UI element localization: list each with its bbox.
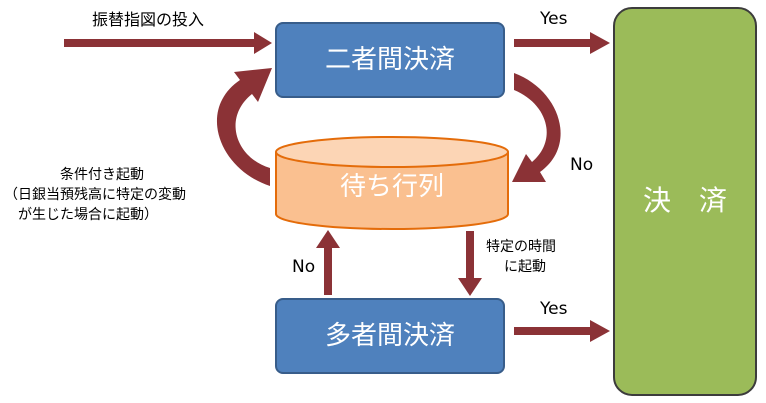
- conditional-trigger-label-line2: （日銀当預残高に特定の変動: [4, 187, 186, 203]
- timed-trigger-label-line2: に起動: [504, 259, 546, 275]
- bilateral-settlement-node: [275, 22, 505, 98]
- conditional-trigger-label-line1: 条件付き起動: [60, 167, 144, 183]
- conditional-trigger-arrow: [216, 68, 272, 186]
- multilateral-settlement-node: [275, 298, 505, 374]
- timed-trigger-arrow: [458, 231, 482, 296]
- bilateral-no-label: No: [570, 155, 594, 175]
- timed-trigger-label-line1: 特定の時間: [486, 239, 556, 255]
- bilateral-yes-arrow: [514, 32, 610, 54]
- bilateral-no-arrow: [512, 73, 561, 182]
- queue-node: [275, 136, 509, 230]
- settlement-node: [613, 7, 757, 396]
- input-arrow: [64, 32, 272, 54]
- multilateral-no-arrow: [316, 230, 340, 295]
- bilateral-yes-label: Yes: [540, 9, 568, 29]
- conditional-trigger-label-line3: が生じた場合に起動）: [18, 207, 158, 223]
- multilateral-yes-arrow: [514, 320, 610, 342]
- multilateral-yes-label: Yes: [540, 299, 568, 319]
- bilateral-settlement-label: 二者間決済: [324, 45, 455, 75]
- settlement-label: 決 済: [642, 184, 727, 217]
- multilateral-settlement-label: 多者間決済: [324, 321, 455, 351]
- multilateral-no-label: No: [292, 257, 316, 277]
- input-label: 振替指図の投入: [92, 10, 205, 29]
- queue-label: 待ち行列: [339, 172, 444, 202]
